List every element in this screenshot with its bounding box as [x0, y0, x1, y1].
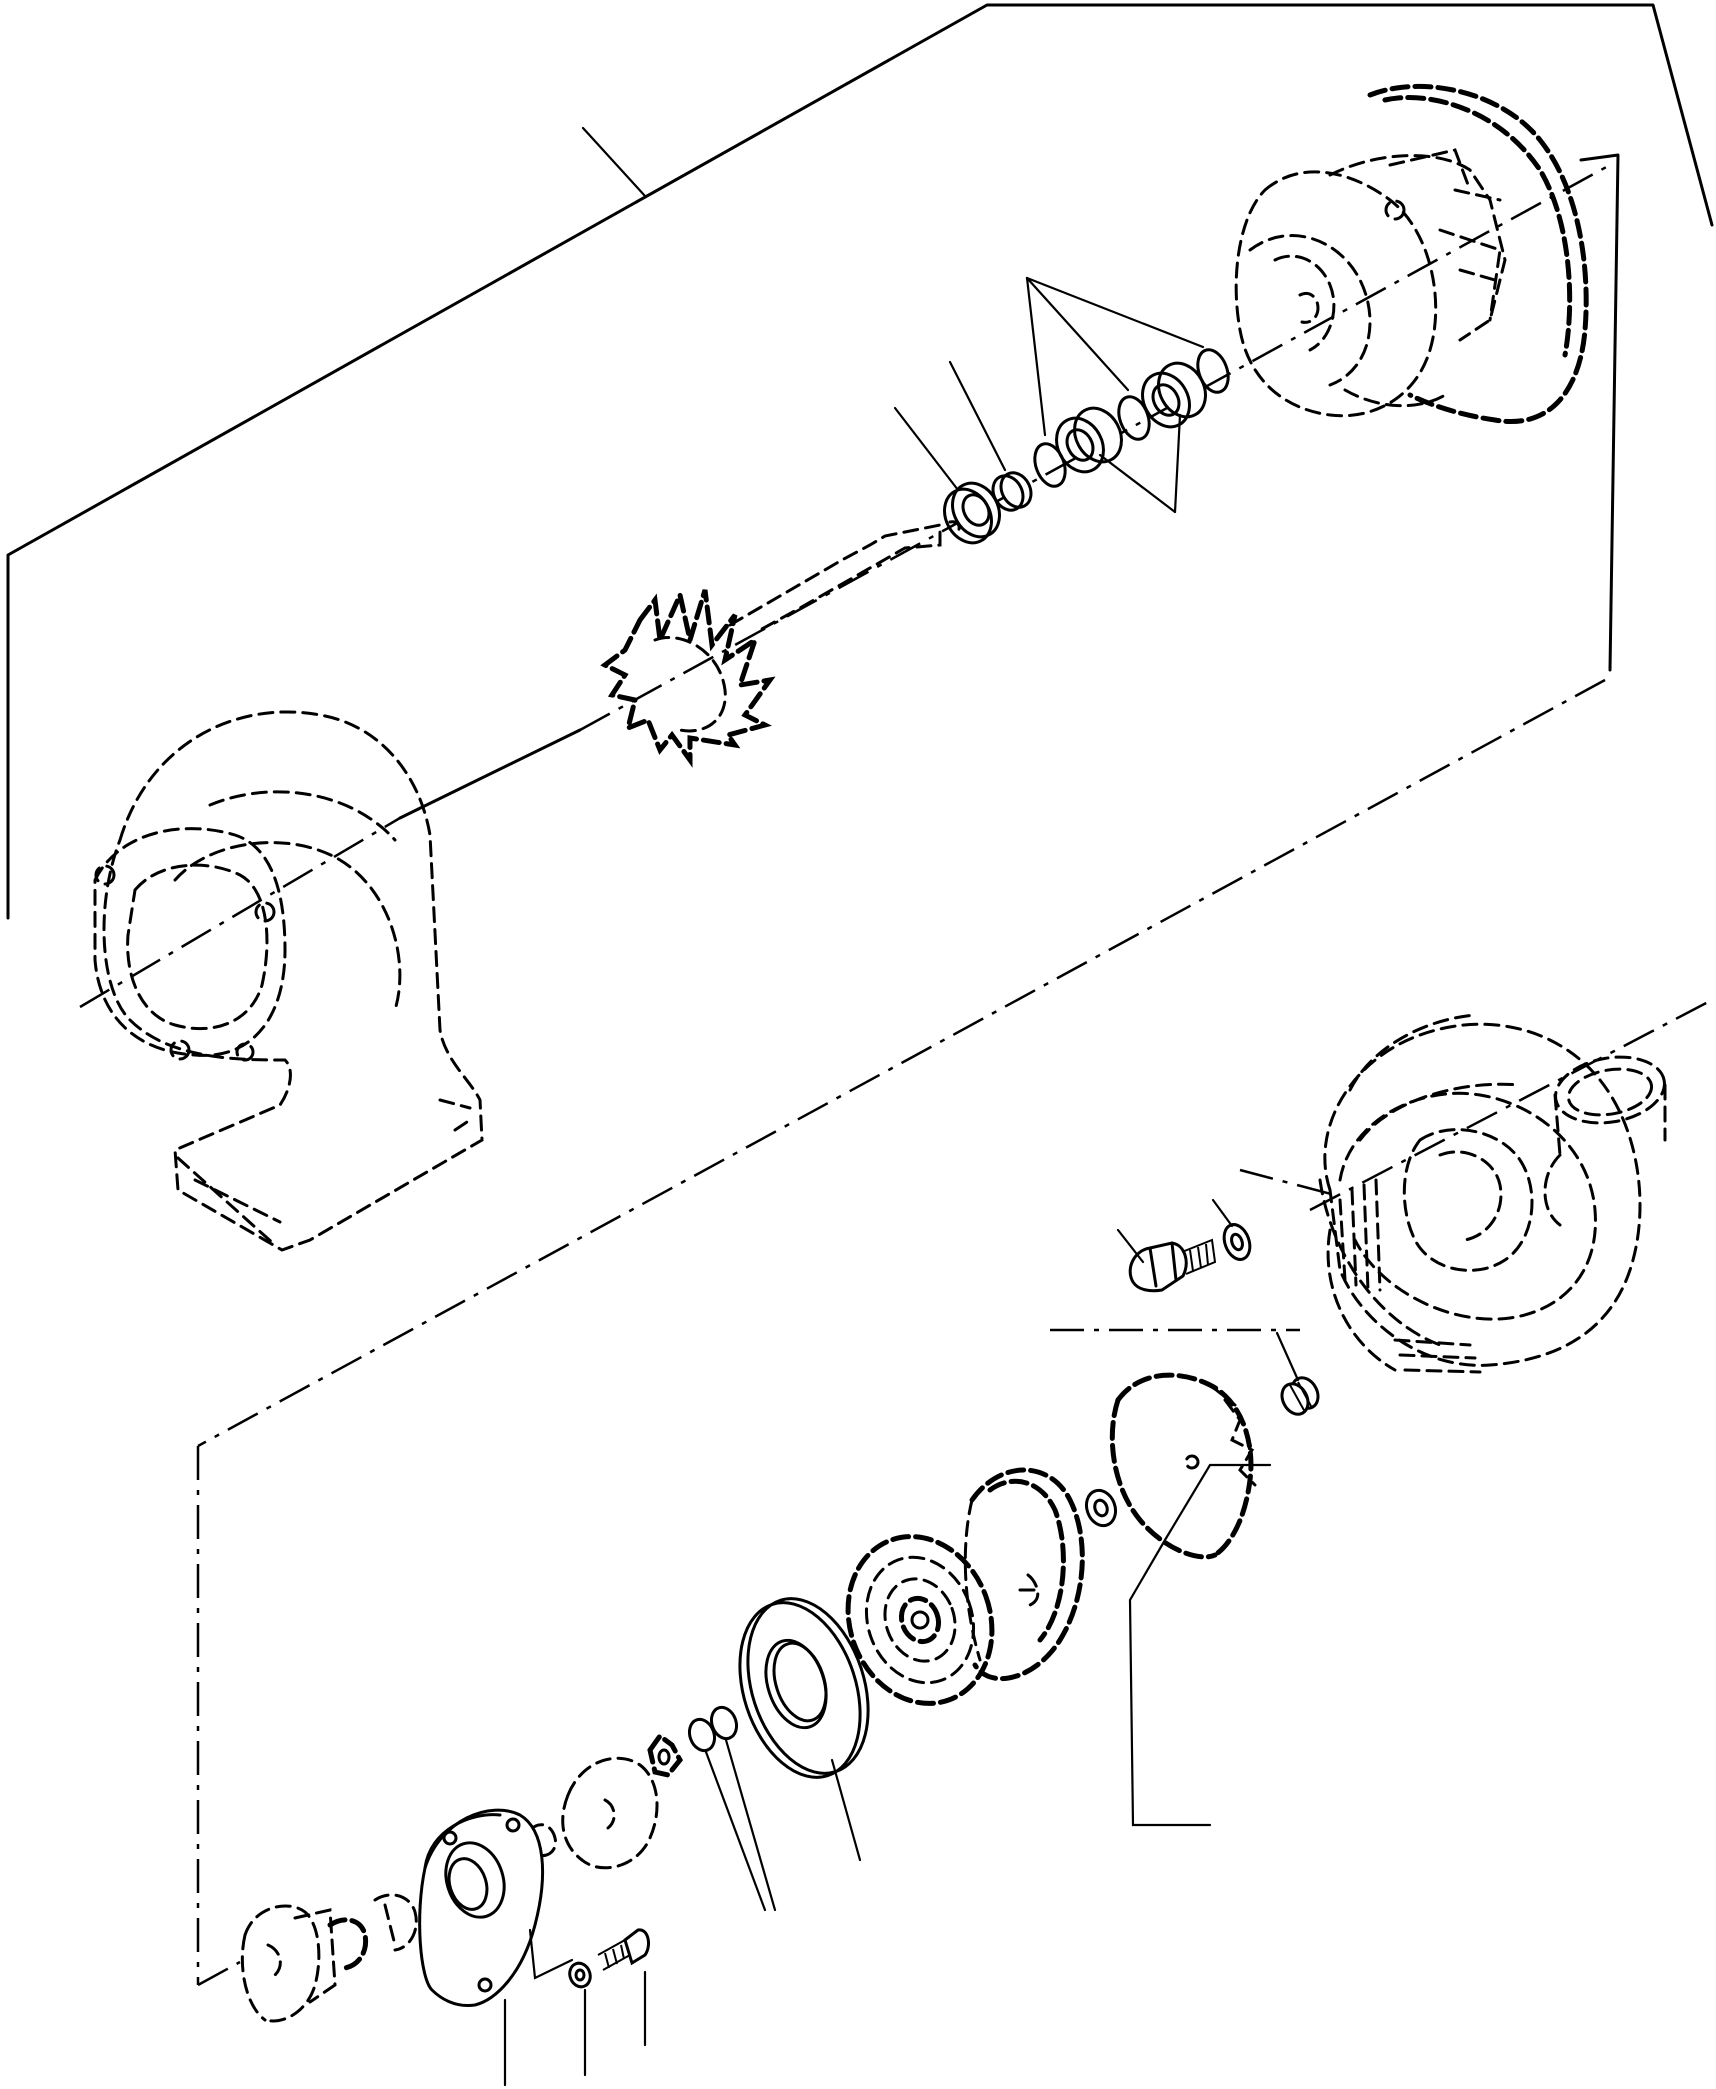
- cap-screw-group: [528, 1928, 650, 2077]
- bearing-leader: [1173, 413, 1182, 514]
- lock-washer-shaft: [1084, 1488, 1118, 1528]
- insert-plate: [561, 1756, 659, 1870]
- journal-bearing: [1141, 361, 1207, 429]
- o-ring-small: [528, 1823, 558, 1858]
- upper-shaft-components: [893, 276, 1230, 545]
- seal-ring-leader: [1025, 276, 1205, 349]
- housing-bolt-group: [1116, 1198, 1252, 1293]
- lower-assembly-frame: [1128, 1463, 1272, 1827]
- compressor-housing: [1318, 1013, 1667, 1374]
- washer-leader: [1211, 1198, 1234, 1228]
- bolt-leader: [1116, 1228, 1145, 1264]
- thrust-collar: [943, 481, 1001, 545]
- piston-ring-leader: [724, 1738, 777, 1912]
- turbine-end-components: [240, 1893, 418, 2023]
- bolt: [1128, 1238, 1217, 1293]
- oil-seal-ring: [1033, 442, 1067, 488]
- lower-bracket: [1128, 1463, 1272, 1827]
- spacer-leader: [948, 360, 1007, 472]
- compressor-wheel: [1109, 1372, 1257, 1560]
- nut-leader: [1275, 1331, 1300, 1382]
- back-plate: [963, 1467, 1085, 1682]
- piston-ring: [709, 1705, 739, 1741]
- thrust-bearing: [845, 1534, 995, 1706]
- seal-plate: [738, 1597, 870, 1862]
- upper-assembly-frame: [6, 3, 1714, 920]
- center-axis-lines: [79, 163, 1713, 1987]
- seal-plate-leader: [830, 1758, 862, 1862]
- upper-assembly-leader: [581, 126, 647, 198]
- turbine-wheel-shaft: [600, 520, 961, 768]
- cover-plate: [418, 1808, 544, 2087]
- bearing-leader: [1098, 453, 1177, 514]
- thrust-collar-leader: [893, 406, 960, 492]
- insert-sleeve: [647, 1732, 683, 1778]
- washer: [1222, 1223, 1252, 1261]
- seal-ring-leader: [1025, 276, 1130, 392]
- piston-ring-group: [687, 1705, 777, 1912]
- piston-ring: [687, 1717, 717, 1753]
- nut: [1275, 1331, 1320, 1416]
- turbine-housing: [93, 710, 484, 1252]
- cap-screw: [597, 1928, 650, 1971]
- lock-washer: [568, 1961, 592, 1989]
- piston-ring-leader: [704, 1750, 767, 1912]
- center-housing: [1234, 83, 1589, 424]
- spacer: [991, 471, 1033, 512]
- seal-ring-leader: [1025, 276, 1047, 437]
- journal-bearing: [1055, 406, 1123, 474]
